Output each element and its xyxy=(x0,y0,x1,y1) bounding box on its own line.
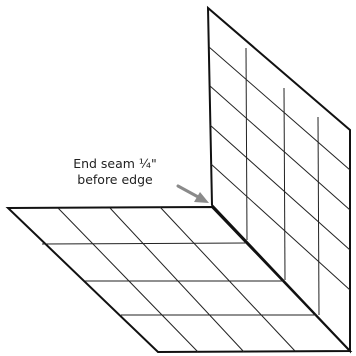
horizontal-strip-grid xyxy=(41,206,316,353)
horizontal-strip-row-line xyxy=(41,242,247,245)
vertical-strip-column-line xyxy=(245,47,248,241)
vertical-strip-column-line xyxy=(317,116,320,316)
pointer-arrow-head xyxy=(194,192,209,203)
horizontal-strip-column-line xyxy=(57,207,199,353)
vertical-strip-outline xyxy=(206,5,351,354)
horizontal-strip-column-line xyxy=(109,207,245,353)
horizontal-strip-column-line xyxy=(159,206,296,352)
pointer-arrow-shaft xyxy=(176,184,202,200)
seam-note-line-1: End seam ¼" xyxy=(73,156,157,171)
vertical-strip-column-line xyxy=(283,87,286,281)
seam-note-label: End seam ¼" before edge xyxy=(52,156,178,188)
pointer-arrow xyxy=(176,184,209,203)
vertical-strip xyxy=(206,5,351,354)
vertical-strip-row-line xyxy=(209,85,351,211)
vertical-strip-row-line xyxy=(210,163,351,291)
horizontal-strip xyxy=(5,205,353,354)
vertical-strip-row-line xyxy=(209,124,351,251)
seam-note-line-2: before edge xyxy=(77,172,153,187)
vertical-strip-row-line xyxy=(208,46,351,171)
horizontal-strip-outline xyxy=(5,205,353,354)
vertical-strip-grid xyxy=(208,46,351,316)
